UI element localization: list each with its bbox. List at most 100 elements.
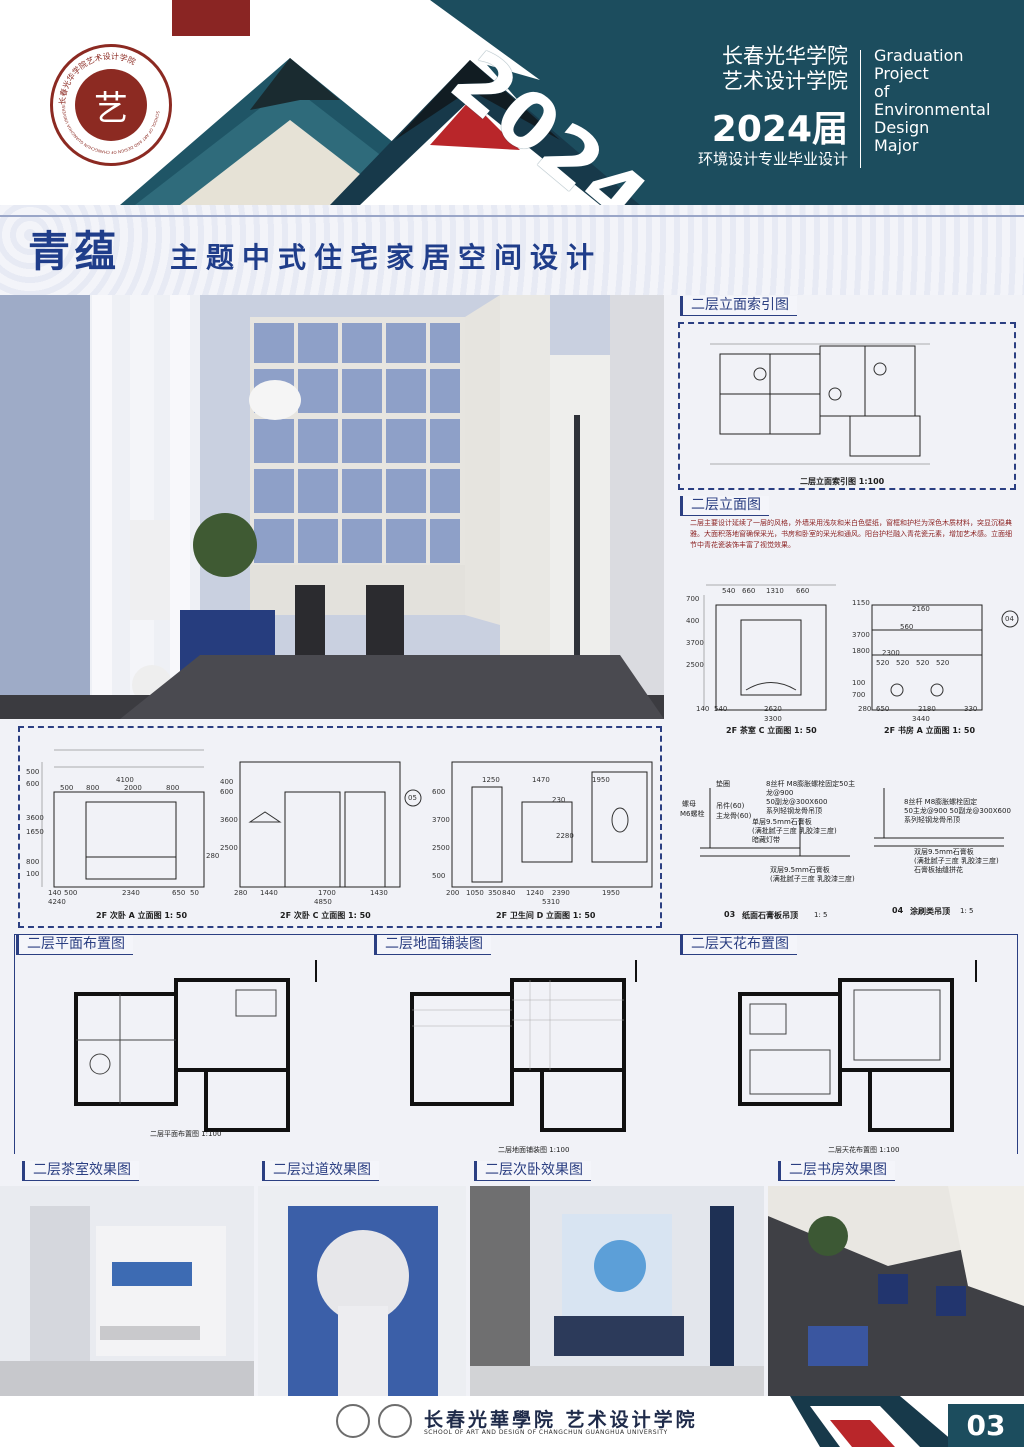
note: 8丝杆 M8膨胀螺栓固定: [904, 798, 978, 806]
dim: 2180: [918, 705, 936, 713]
dim: 1950: [592, 776, 610, 784]
header-school: 长春光华学院 艺术设计学院: [686, 44, 848, 94]
detail-04-title: 涂刷类吊顶: [910, 907, 950, 916]
dim: 2160: [912, 605, 930, 613]
dim: 1150: [852, 599, 870, 607]
detail-03-notes-2: 单层9.5mm石膏板 (满批腻子三度 乳胶漆三度) 暗藏灯带: [752, 818, 860, 845]
dim: 1310: [766, 587, 784, 595]
dim: 1950: [602, 889, 620, 897]
ceiling-detail-04-drawing: [874, 788, 1004, 847]
detail-04-notes: 8丝杆 M8膨胀螺栓固定 50主龙@900 50副龙@300X600 系列轻钢龙…: [904, 798, 1020, 825]
project-subtitle: 主题中式住宅家居空间设计: [170, 241, 603, 274]
header-subtitle: 环境设计专业毕业设计: [697, 150, 848, 168]
caption-elev-tea: 2F 茶室 C 立面图 1: 50: [726, 726, 817, 735]
note: 系列轻钢龙骨吊顶: [766, 807, 822, 815]
corridor-render: [258, 1186, 466, 1396]
graduation-year: 2024届: [711, 109, 848, 150]
caption-elev-bed-a: 2F 次卧 A 立面图 1: 50: [96, 911, 188, 920]
study-render-illustration: [0, 295, 664, 719]
dim: 100: [26, 870, 40, 878]
dim: 1700: [318, 889, 336, 897]
caption-elev-bath-d: 2F 卫生间 D 立面图 1: 50: [496, 911, 596, 920]
dim: 280: [858, 705, 872, 713]
corridor-illustration: [258, 1186, 466, 1396]
eng-line-4: Environmental: [874, 100, 991, 119]
note: (满批腻子三度 乳胶漆三度): [914, 857, 999, 865]
eng-line-3: of: [874, 82, 890, 101]
note: 单层9.5mm石膏板: [752, 818, 812, 826]
ceiling-detail-03: 螺母 M6螺栓 垫圈 吊件(60) 主龙骨(60) 8丝杆 M8膨胀螺栓固定50…: [680, 778, 860, 928]
note: 8丝杆 M8膨胀螺栓固定50主龙@900: [766, 780, 856, 797]
ceiling-caption: 二层天花布置图 1:100: [828, 1146, 900, 1154]
detail-03-notes-3: 双层9.5mm石膏板 (满批腻子三度 乳胶漆三度): [770, 866, 860, 884]
elevation-bed-a: 4100 500 800 2000 800 500 600 3600 1650 …: [26, 732, 220, 924]
dim: 600: [220, 788, 234, 796]
dim: 650: [876, 705, 890, 713]
dim: 520: [916, 659, 930, 667]
dim: 100: [852, 679, 866, 687]
school-line-1: 长春光华学院: [722, 44, 848, 68]
label-floor-paving: 二层地面铺装图: [374, 935, 491, 955]
note: (满批腻子三度 乳胶漆三度): [752, 827, 837, 835]
eng-line-5: Design: [874, 118, 930, 137]
elevation-tea-c-drawing: [703, 584, 836, 711]
dim: 5310: [542, 898, 560, 906]
eng-line-6: Major: [874, 136, 919, 155]
bedroom-render: [470, 1186, 764, 1396]
dim: 600: [26, 780, 40, 788]
page-number: 03: [948, 1404, 1024, 1447]
dim: 3600: [220, 816, 238, 824]
dim: 3700: [686, 639, 704, 647]
project-title: 青蕴: [28, 227, 121, 276]
dim: 500: [432, 872, 446, 880]
dim: 330: [964, 705, 978, 713]
dim: 520: [896, 659, 910, 667]
footer-logo-2: [378, 1404, 412, 1438]
elevation-tea-c: 540 660 1310 660 700 400 3700 2500 140 5…: [686, 575, 842, 735]
detail-04-number: 04: [892, 906, 904, 915]
detail-label: 垫圈: [716, 780, 730, 788]
elevation-bed-c: 05 400 600 3600 2500 280 1440 1700 1430 …: [220, 732, 430, 924]
detail-03-title: 纸面石膏板吊顶: [742, 911, 798, 920]
dim: 520: [876, 659, 890, 667]
detail-04-notes-2: 双层9.5mm石膏板 (满批腻子三度 乳胶漆三度) 石膏板抽缝拼花: [914, 848, 1020, 875]
dim: 3700: [432, 816, 450, 824]
dim: 1800: [852, 647, 870, 655]
detail-04-scale: 1: 5: [960, 907, 974, 915]
dim: 280: [206, 852, 220, 860]
dim: 50: [190, 889, 199, 897]
study-render: [768, 1186, 1024, 1396]
dim: 2500: [432, 844, 450, 852]
plans-row-panel: [14, 934, 1018, 1154]
dim: 2500: [220, 844, 238, 852]
dim: 540: [722, 587, 736, 595]
dim: 400: [220, 778, 234, 786]
dim: 3700: [852, 631, 870, 639]
dim: 4100: [116, 776, 134, 784]
dim: 1250: [482, 776, 500, 784]
dim: 2340: [122, 889, 140, 897]
dim: 660: [742, 587, 756, 595]
note: 暗藏灯带: [752, 836, 780, 844]
dim: 700: [852, 691, 866, 699]
label-corridor: 二层过道效果图: [262, 1161, 379, 1181]
elevation-index-drawing: [710, 343, 930, 465]
dim: 140: [696, 705, 710, 713]
footer-logo-1: [336, 1404, 370, 1438]
dim: 500: [64, 889, 78, 897]
dim: 1050: [466, 889, 484, 897]
callout-05: 05: [408, 794, 417, 802]
dim: 4850: [314, 898, 332, 906]
footer-decoration: [790, 1396, 960, 1447]
note: 石膏板抽缝拼花: [914, 866, 963, 874]
title-band: [0, 205, 1024, 295]
floor-paving-drawing: [410, 960, 637, 1132]
note: (满批腻子三度 乳胶漆三度): [770, 875, 855, 883]
dim: 140: [48, 889, 62, 897]
elevation-bed-c-drawing: [239, 761, 422, 888]
elevation-bath-d-drawing: [451, 761, 653, 888]
design-description: 二层主要设计延续了一层的风格，外墙采用浅灰和米白色壁纸，窗框和护栏为深色木质材料…: [690, 519, 1012, 549]
dim: 3440: [912, 715, 930, 723]
dim: 200: [446, 889, 460, 897]
eng-line-2: Project: [874, 64, 929, 83]
